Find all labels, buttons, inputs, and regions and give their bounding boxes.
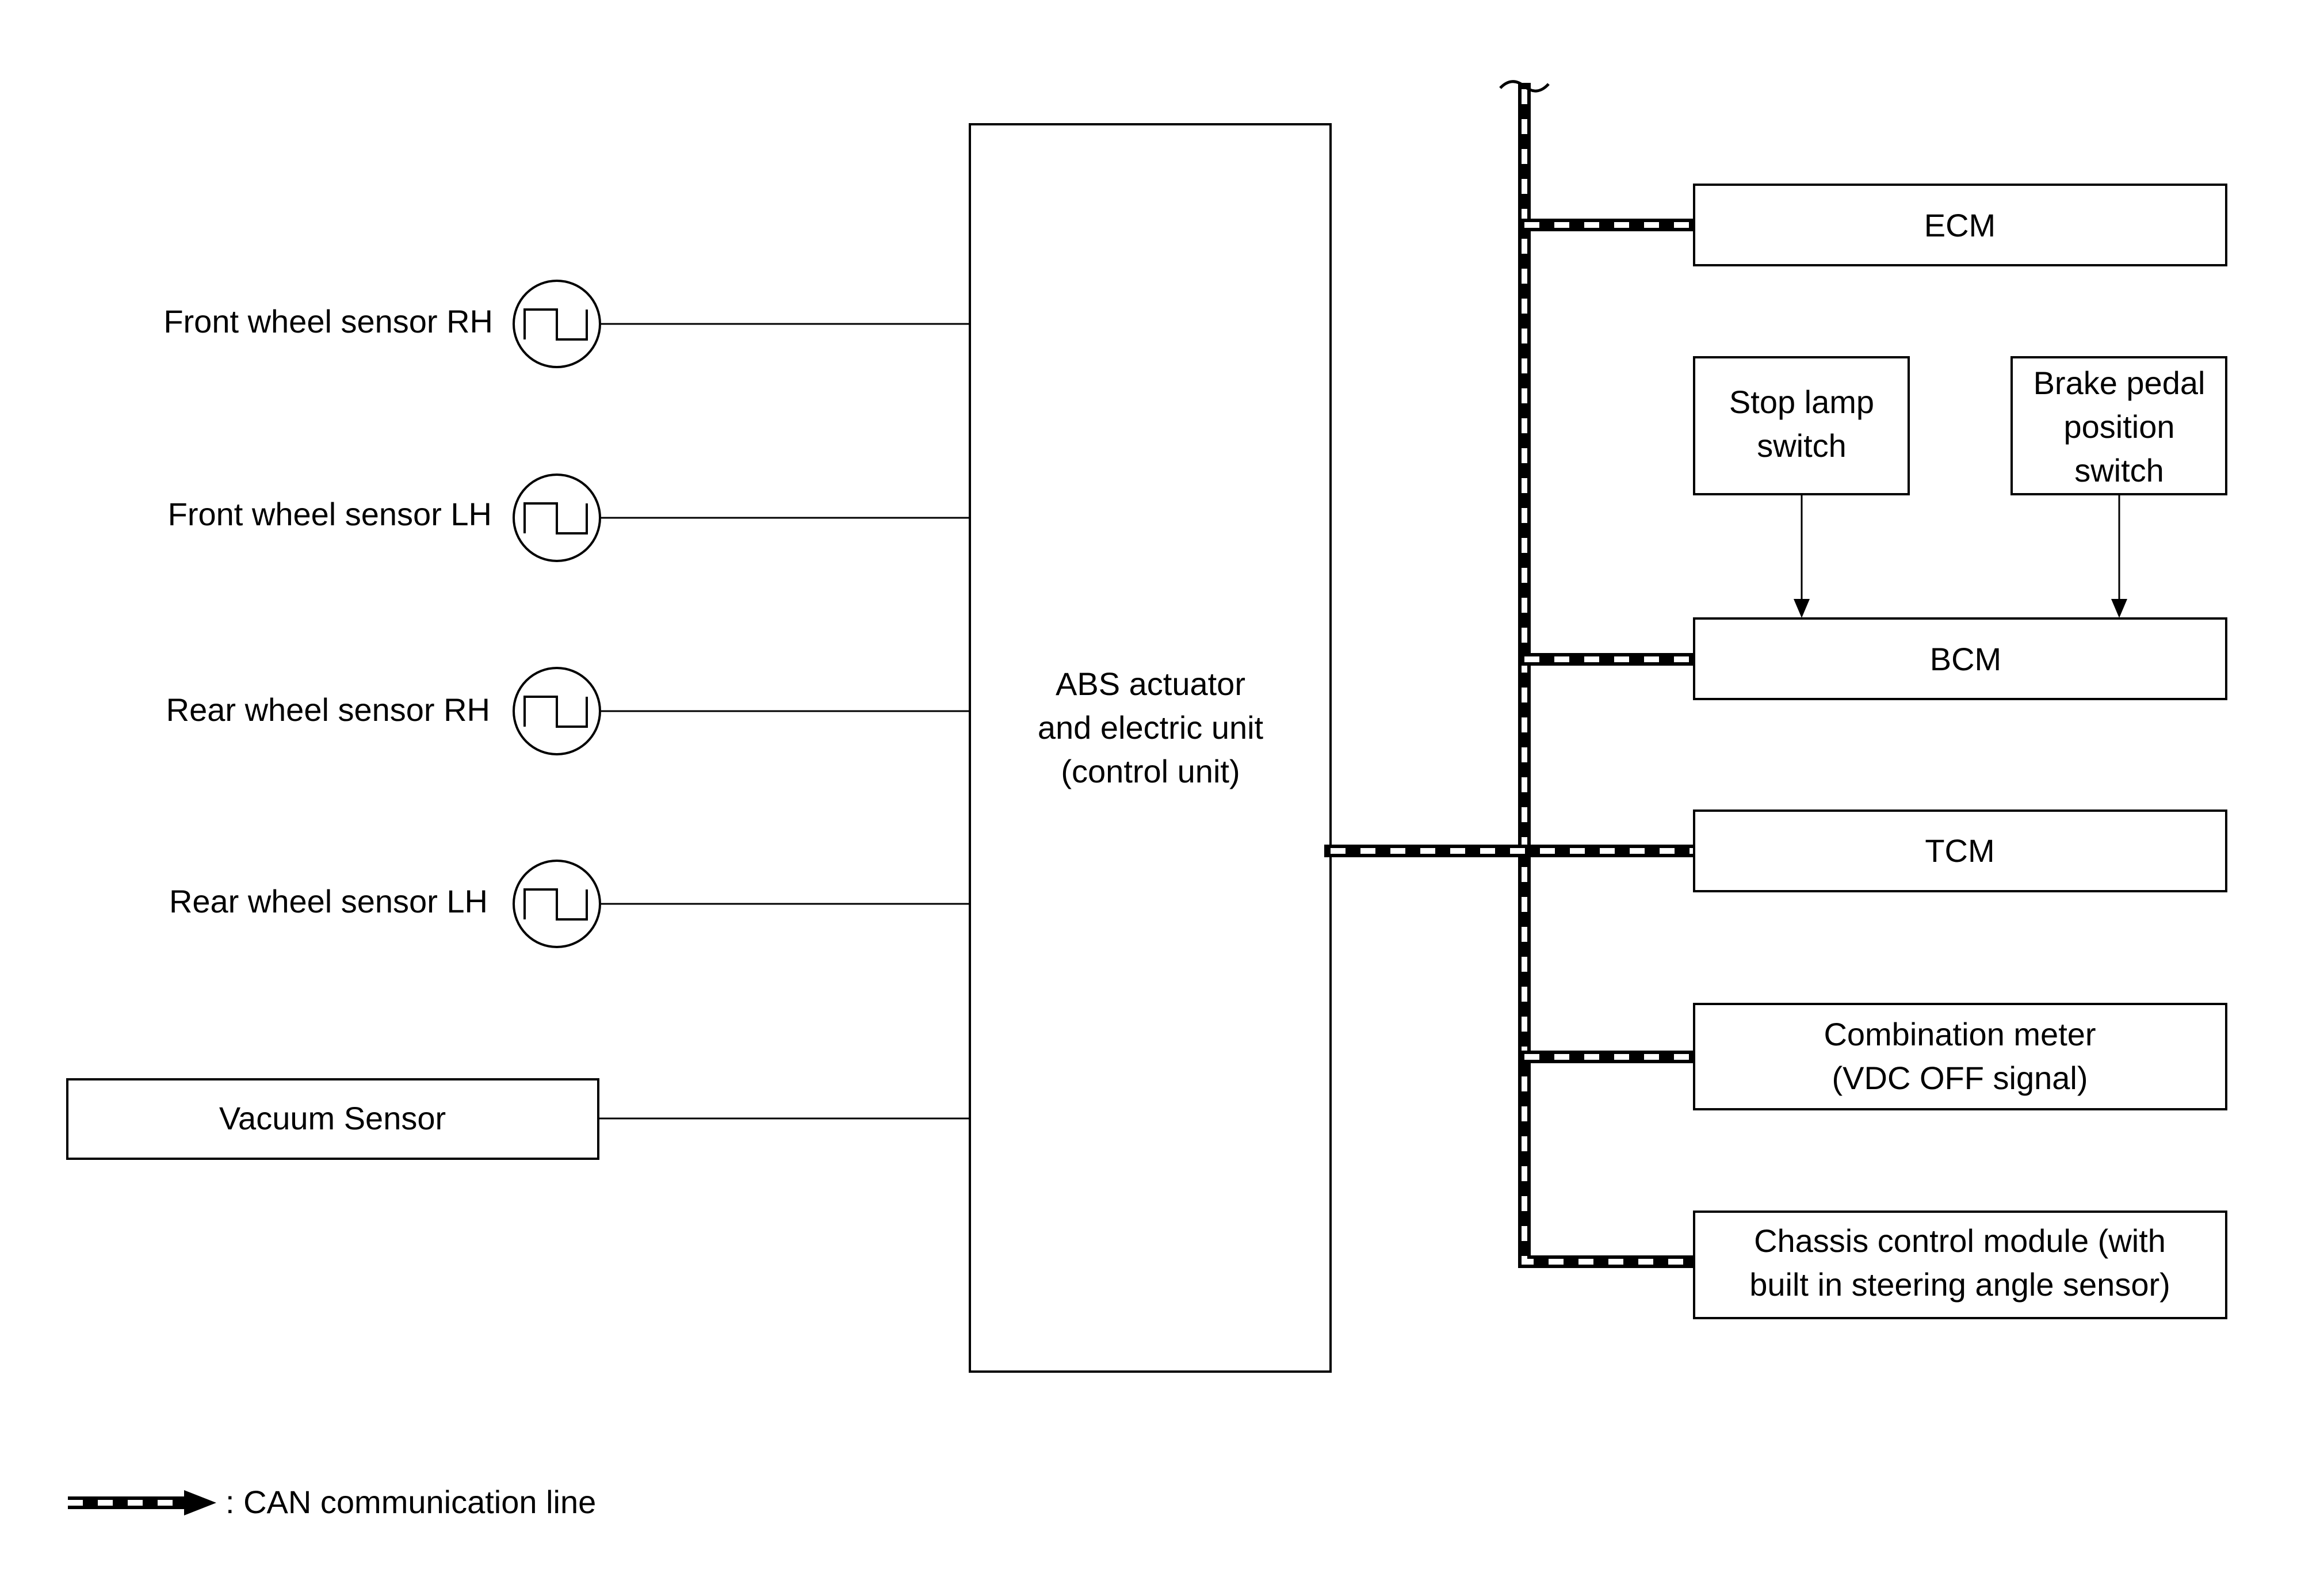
legend-arrow-icon [184,1490,216,1515]
vacuum-sensor-label: Vacuum Sensor [219,1100,446,1136]
brake-pedal-position-switch: Brake pedal position switch [2010,356,2227,495]
abs-unit-line-3: (control unit) [1061,753,1240,789]
ecm-label: ECM [1924,207,1996,243]
can-break-mark-icon [1499,80,1550,93]
legend-label: : CAN communication line [225,1484,596,1520]
square-wave-icon [523,502,588,534]
sensor-label: Front wheel sensor RH [163,303,493,339]
tcm-box [1693,809,2227,892]
sensor-label: Rear wheel sensor LH [169,883,488,919]
chassis-control-module: Chassis control module (with built in st… [1693,1211,2227,1319]
stop-lamp-line-2: switch [1757,427,1847,464]
stop-lamp-switch-box [1693,356,1910,495]
can-trunk-dashes [1522,89,1694,1265]
combination-meter-box [1693,1003,2227,1110]
tcm: TCM [1693,809,2227,892]
sensor-label: Rear wheel sensor RH [166,692,490,728]
brake-pedal-switch-box [2010,356,2227,495]
brake-pedal-line-3: switch [2074,452,2164,488]
chassis-control-module-box [1693,1211,2227,1319]
bcm: BCM [1693,617,2227,700]
combination-meter-line-1: Combination meter [1824,1016,2096,1052]
front-wheel-sensor-lh: Front wheel sensor LH [168,474,601,562]
arrow-down-icon [2111,599,2127,618]
stop-lamp-switch: Stop lamp switch [1693,356,1910,495]
square-wave-icon [523,308,588,341]
arrow-down-icon [1794,599,1810,618]
bcm-box [1693,617,2227,700]
abs-control-unit-box [969,123,1332,1373]
chassis-control-line-2: built in steering angle sensor) [1749,1266,2170,1303]
square-wave-icon [523,696,588,728]
abs-unit-line-1: ABS actuator [1056,666,1245,702]
rear-wheel-sensor-rh: Rear wheel sensor RH [166,667,601,755]
vacuum-sensor-box [66,1078,599,1160]
ecm-box [1693,184,2227,266]
bcm-label: BCM [1930,641,2001,677]
combination-meter-line-2: (VDC OFF signal) [1832,1060,2088,1096]
tcm-label: TCM [1925,833,1994,869]
front-wheel-sensor-rh: Front wheel sensor RH [163,280,601,368]
sensor-label: Front wheel sensor LH [168,496,492,532]
square-wave-icon [523,888,588,921]
can-bus [1324,80,1700,1268]
can-trunk [1518,83,1700,1268]
brake-pedal-line-1: Brake pedal [2033,365,2205,401]
chassis-control-line-1: Chassis control module (with [1754,1223,2166,1259]
vacuum-sensor: Vacuum Sensor [66,1078,599,1160]
abs-control-unit: ABS actuator and electric unit (control … [969,123,1332,1373]
combination-meter: Combination meter (VDC OFF signal) [1693,1003,2227,1110]
rear-wheel-sensor-lh: Rear wheel sensor LH [169,860,601,948]
legend: : CAN communication line [68,1484,596,1520]
abs-unit-line-2: and electric unit [1038,709,1264,746]
ecm: ECM [1693,184,2227,266]
stop-lamp-line-1: Stop lamp [1729,384,1874,420]
brake-pedal-line-2: position [2063,408,2174,445]
